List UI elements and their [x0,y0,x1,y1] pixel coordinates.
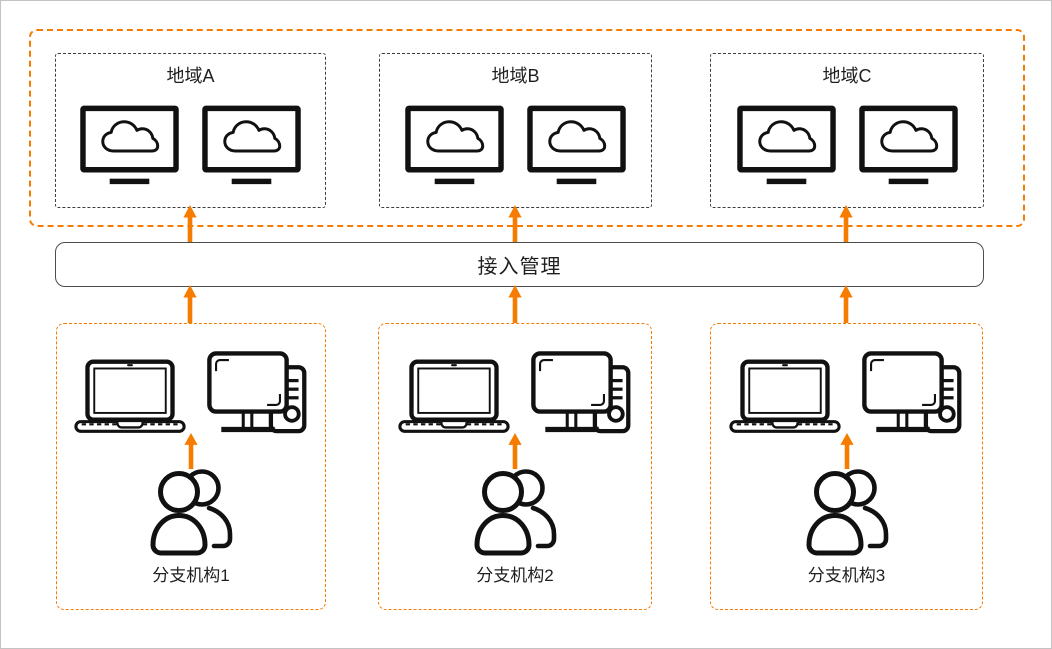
arrow-up-icon [507,285,523,323]
arrow-up-icon [507,433,523,469]
users-icon [143,465,239,557]
region-label: 地域C [822,66,872,86]
branch-label: 分支机构1 [152,566,230,585]
users-icon [467,465,563,557]
branch-devices-row [397,351,634,435]
access-management-bar: 接入管理 [55,242,984,287]
laptop-icon [73,358,187,435]
users-icon [799,465,895,557]
branch-label: 分支机构2 [476,566,554,585]
region-monitor-row [737,105,958,189]
cloud-monitor-icon [80,105,179,189]
laptop-icon [397,358,511,435]
regions-group-box [29,29,1025,227]
arrow-up-icon [182,285,198,323]
branch-box-2: 分支机构2 [378,323,652,610]
arrow-up-icon [507,205,523,243]
arrow-up-icon [838,285,854,323]
desktop-computer-icon [207,351,310,435]
region-monitor-row [80,105,301,189]
region-label: 地域B [491,66,540,86]
branch-box-1: 分支机构1 [56,323,326,610]
cloud-monitor-icon [202,105,301,189]
laptop-icon [728,358,842,435]
region-label: 地域A [166,66,215,86]
access-bar-label: 接入管理 [477,256,562,278]
branch-label: 分支机构3 [807,566,886,585]
arrow-up-icon [182,205,198,243]
region-box-a: 地域A [55,53,326,208]
branch-box-3: 分支机构3 [710,323,983,610]
arrow-up-icon [839,433,855,469]
cloud-monitor-icon [859,105,958,189]
cloud-monitor-icon [737,105,836,189]
cloud-monitor-icon [527,105,626,189]
desktop-computer-icon [862,351,965,435]
region-box-b: 地域B [379,53,652,208]
branch-devices-row [73,351,310,435]
arrow-up-icon [183,433,199,469]
cloud-monitor-icon [405,105,504,189]
desktop-computer-icon [531,351,634,435]
region-monitor-row [405,105,626,189]
branch-devices-row [728,351,965,435]
arrow-up-icon [838,205,854,243]
region-box-c: 地域C [710,53,984,208]
